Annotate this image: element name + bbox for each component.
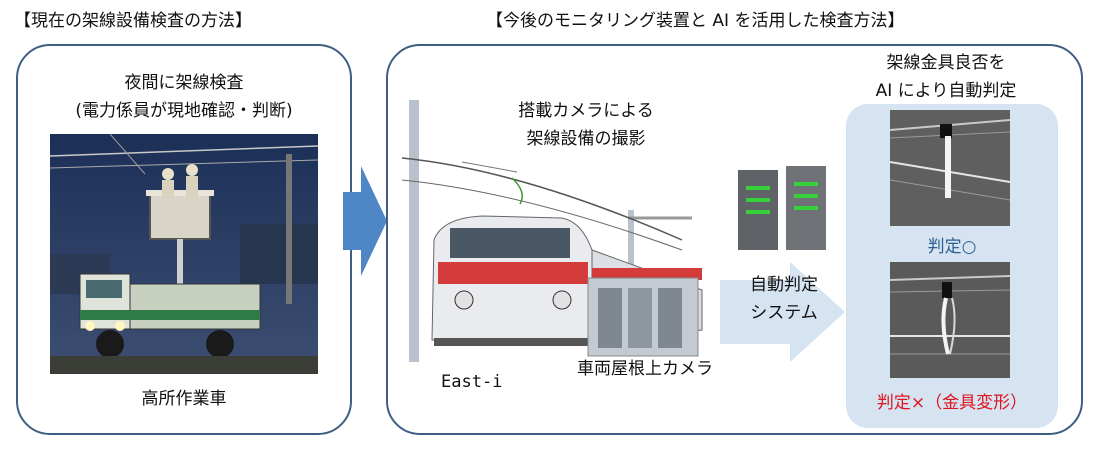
onboard-camera-caption-line1: 搭載カメラによる xyxy=(518,101,654,121)
onboard-camera-caption-line2: 架線設備の撮影 xyxy=(526,129,646,149)
auto-judge-system-line2: システム xyxy=(750,303,818,323)
judge-ok-label: 判定○ xyxy=(927,237,977,257)
judge-ng-label: 判定×（金具変形） xyxy=(876,393,1028,413)
current-method-title-line2: (電力係員が現地確認・判断) xyxy=(75,101,293,121)
transition-arrow xyxy=(343,166,388,276)
ai-caption-line2: AI により自動判定 xyxy=(875,81,1017,101)
future-method-header: 【今後のモニタリング装置と AI を活用した検査方法】 xyxy=(486,11,905,31)
server-icon xyxy=(736,164,830,254)
current-method-title-line1: 夜間に架線検査 xyxy=(124,73,244,93)
to-ai-arrow xyxy=(720,262,860,362)
auto-judge-system-line1: 自動判定 xyxy=(750,275,818,295)
aerial-work-truck-photo xyxy=(50,134,318,374)
roof-camera-label: 車両屋根上カメラ xyxy=(577,359,713,379)
current-method-header: 【現在の架線設備検査の方法】 xyxy=(14,11,252,31)
train-catenary-illustration xyxy=(402,100,722,362)
aerial-work-truck-caption: 高所作業車 xyxy=(141,389,227,409)
east-i-train-label: East-i xyxy=(441,372,503,392)
fitting-ng-image xyxy=(890,262,1010,378)
ai-caption-line1: 架線金具良否を xyxy=(886,53,1006,73)
fitting-ok-image xyxy=(890,110,1010,226)
